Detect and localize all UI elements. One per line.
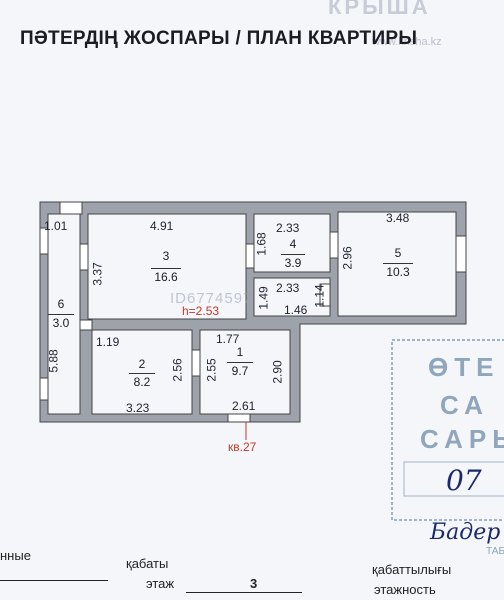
apartment-number: кв.27 (228, 440, 257, 454)
room-5-number: 5 (394, 246, 402, 260)
floors-label-kz: қабаттылығы (372, 562, 452, 577)
floor-value: 3 (250, 576, 258, 591)
door-bath (319, 283, 331, 307)
door-room-5 (329, 231, 339, 259)
dim-label: 1.68 (254, 232, 269, 256)
room-2-number: 2 (138, 357, 146, 371)
floor-label-kz: қабаты (126, 556, 169, 571)
window-top-left (59, 201, 83, 215)
room-5-floor (337, 211, 457, 317)
footer-left-fragment: нные (0, 548, 31, 563)
stamp-tab-mark: ТАБ (486, 546, 504, 557)
dim-label: 3.48 (386, 211, 410, 225)
dim-label: 1.01 (44, 219, 68, 233)
room-6-number: 6 (57, 297, 65, 311)
plan-title: ПӘТЕРДІҢ ЖОСПАРЫ / ПЛАН КВАРТИРЫ (20, 28, 418, 49)
footer-underline-left (0, 580, 108, 581)
dim-label: 1.49 (256, 286, 271, 310)
window-bottom-left (39, 377, 49, 401)
dim-label: 1.14 (312, 284, 327, 308)
room-6-area: 3.0 (48, 314, 74, 329)
room-3-area: 16.6 (151, 268, 181, 283)
number-box (403, 461, 504, 497)
dim-label: 2.33 (276, 221, 300, 235)
door-room-1 (227, 413, 251, 423)
stamp-text-line2: СА (440, 390, 489, 420)
dim-label: 1.19 (96, 335, 120, 349)
stamp-text-line3: САРЫ (420, 424, 504, 454)
dim-label: 4.91 (150, 219, 174, 233)
window-room-6 (39, 227, 49, 255)
room-3-number: 3 (162, 249, 170, 263)
room-2-area: 8.2 (129, 373, 155, 388)
listing-id-watermark: ID6774597 (170, 290, 253, 307)
door-room-6 (79, 319, 93, 331)
door-room-2 (191, 349, 201, 377)
stamp-frame (391, 339, 504, 521)
room-2-floor (91, 329, 193, 415)
dim-label: 2.56 (170, 358, 185, 382)
dim-label: 1.46 (284, 303, 308, 317)
krisha-watermark: КРЫША (328, 0, 431, 19)
door-room-4 (245, 243, 255, 269)
floors-label-ru: этажность (374, 582, 436, 597)
corridor-floor (253, 277, 331, 317)
room-4-number: 4 (289, 237, 297, 251)
handwritten-signature: Бадер (430, 520, 501, 545)
dim-label: 1.77 (216, 332, 240, 346)
room-1-number: 1 (236, 345, 244, 359)
ceiling-height: h=2.53 (182, 304, 220, 318)
door-room-3 (79, 243, 89, 271)
room-1-floor (199, 329, 291, 415)
dim-label: 3.23 (126, 401, 150, 415)
dim-label: 2.90 (270, 360, 285, 384)
room-5-area: 10.3 (383, 263, 413, 278)
room-1-area: 9.7 (227, 362, 253, 377)
dim-label: 3.37 (90, 262, 105, 286)
handwritten-number: 07 (446, 464, 482, 497)
room-3-floor (87, 213, 247, 320)
floor-underline (186, 592, 302, 593)
dim-label: 2.55 (204, 358, 219, 382)
site-watermark: www.krisha.kz (372, 36, 442, 48)
dim-label: 2.33 (276, 281, 300, 295)
room-4-floor (253, 213, 331, 273)
dim-label: 2.61 (232, 399, 256, 413)
room-4-area: 3.9 (281, 254, 305, 269)
floor-label-ru: этаж (146, 576, 175, 591)
window-room-5 (455, 235, 467, 273)
stamp-text-line1: ӨТЕ (428, 352, 500, 382)
dim-label: 2.96 (340, 246, 355, 270)
dim-label: 5.88 (46, 349, 61, 373)
